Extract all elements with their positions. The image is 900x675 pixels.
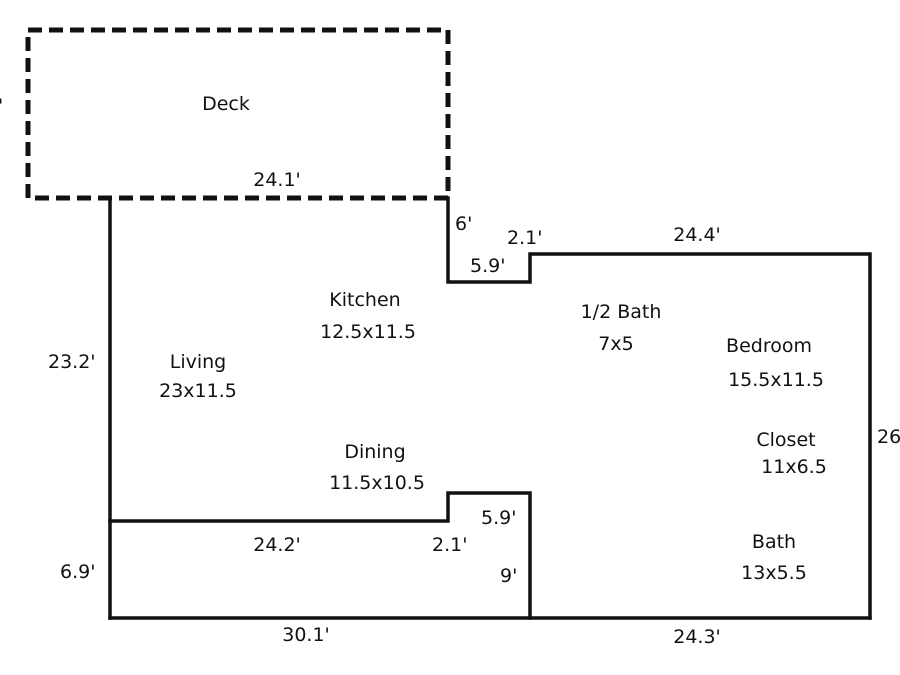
living-size: 23x11.5 <box>159 380 237 402</box>
living-label: Living <box>170 351 227 373</box>
right-height-dimension: 26 <box>877 426 900 448</box>
notch-bottom-step-dimension: 2.1' <box>432 534 467 556</box>
kitchen-size: 12.5x11.5 <box>320 321 416 343</box>
notch-top-depth-dimension: 6' <box>455 213 472 235</box>
living-height-dimension: 23.2' <box>48 351 96 373</box>
bottom-left-dimension: 30.1' <box>282 624 330 646</box>
half-bath-size: 7x5 <box>598 333 633 355</box>
deck-outline <box>25 27 451 201</box>
dining-size: 11.5x10.5 <box>329 472 425 494</box>
notch-bottom-width-dimension: 5.9' <box>481 507 516 529</box>
deck-label: Deck <box>202 93 250 115</box>
bedroom-size: 15.5x11.5 <box>728 369 824 391</box>
bath-label: Bath <box>752 531 796 553</box>
deck-left-dimension: ' <box>0 95 3 117</box>
closet-size: 11x6.5 <box>761 456 827 478</box>
lower-left-height-dimension: 6.9' <box>60 561 95 583</box>
notch-top-width-dimension: 5.9' <box>470 255 505 277</box>
bottom-right-dimension: 24.3' <box>673 626 721 648</box>
dining-wall <box>108 491 532 620</box>
bedroom-label: Bedroom <box>726 335 812 357</box>
deck-width-dimension: 24.1' <box>253 169 301 191</box>
dining-label: Dining <box>344 441 405 463</box>
half-bath-label: 1/2 Bath <box>581 301 662 323</box>
closet-label: Closet <box>756 429 815 451</box>
bath-size: 13x5.5 <box>741 562 807 584</box>
notch-bottom-depth-dimension: 9' <box>500 565 517 587</box>
kitchen-label: Kitchen <box>329 289 400 311</box>
dining-bottom-dimension: 24.2' <box>253 534 301 556</box>
notch-top-step-dimension: 2.1' <box>507 227 542 249</box>
bedroom-top-dimension: 24.4' <box>673 224 721 246</box>
top-notch-wall <box>446 196 872 620</box>
